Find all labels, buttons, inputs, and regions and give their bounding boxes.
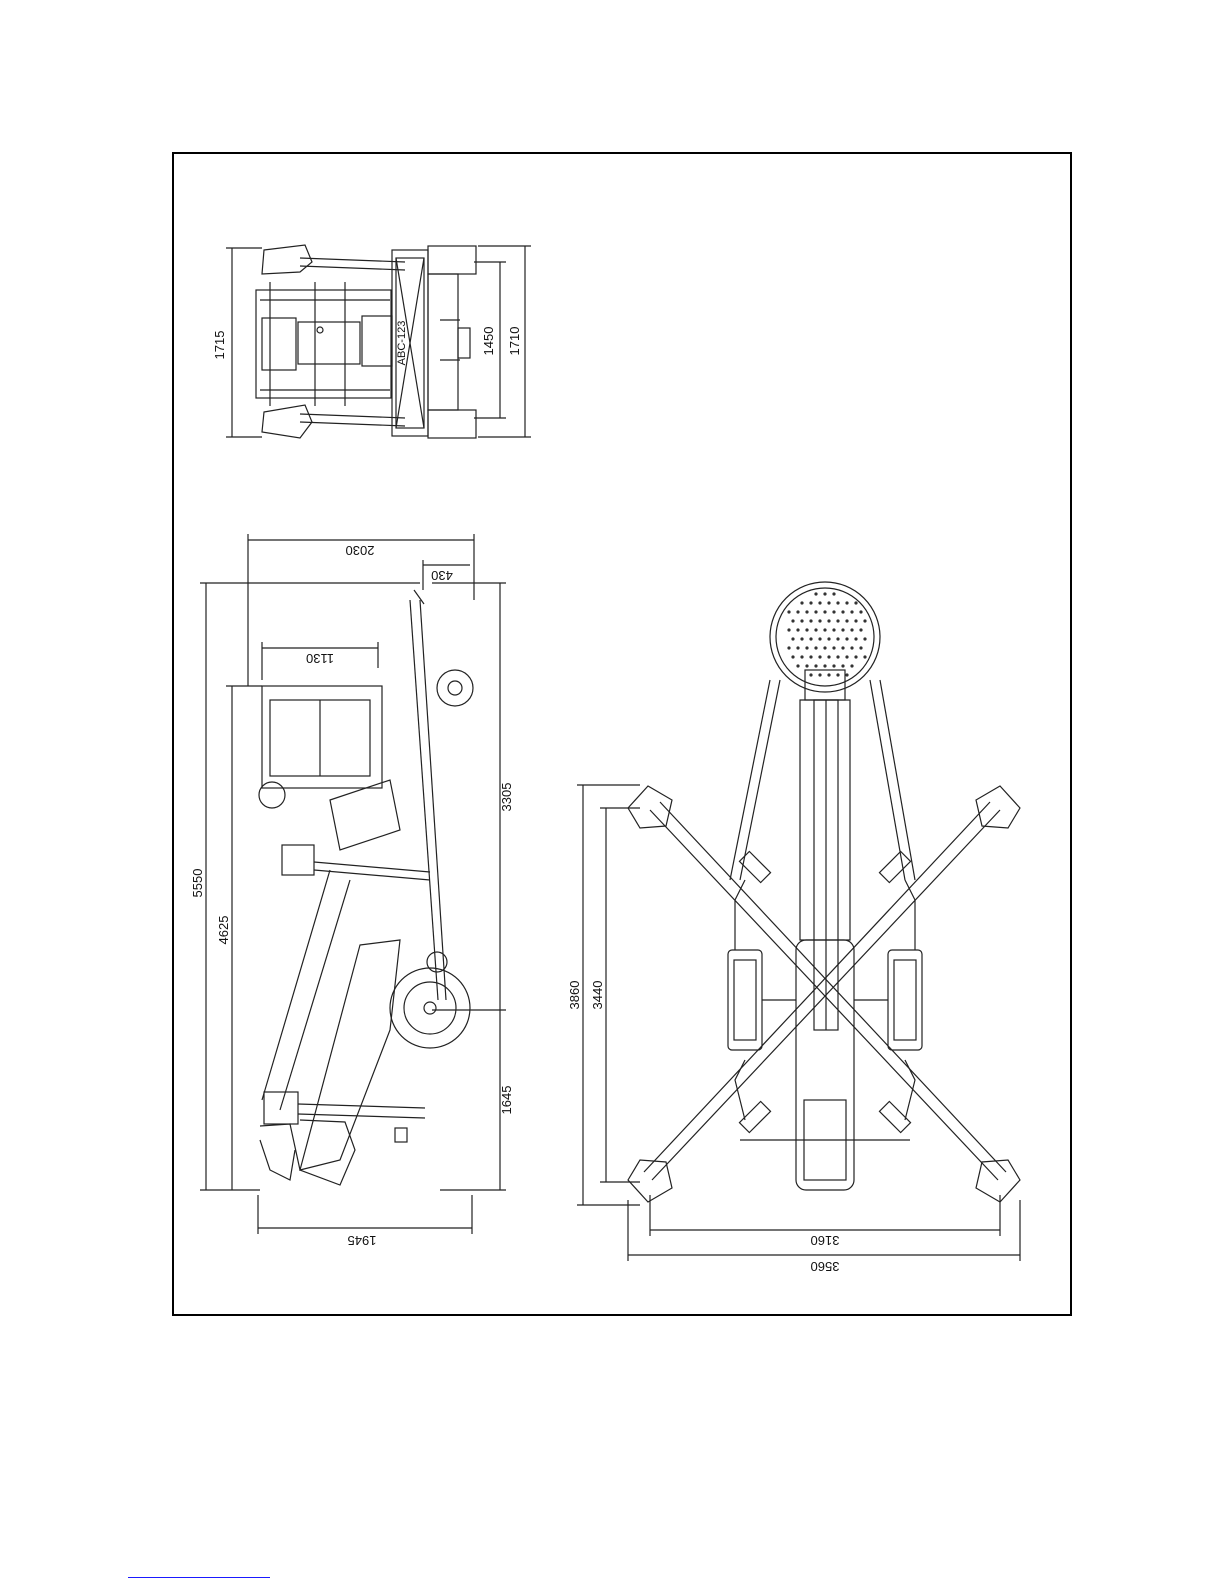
- basket-dot: [809, 637, 812, 640]
- basket-dot: [809, 619, 812, 622]
- basket-dot: [787, 646, 790, 649]
- dim-3440: 3440: [590, 981, 605, 1010]
- dim-3860: 3860: [567, 981, 582, 1010]
- basket-dot: [818, 655, 821, 658]
- basket-dot: [836, 601, 839, 604]
- basket-dot: [814, 664, 817, 667]
- license-plate: ABC-123: [396, 321, 408, 366]
- basket-dot: [836, 619, 839, 622]
- dim-3305: 3305: [499, 783, 514, 812]
- basket-dot: [809, 601, 812, 604]
- basket-dot: [845, 637, 848, 640]
- basket-dot: [850, 610, 853, 613]
- plan-view: [577, 582, 1020, 1261]
- basket-dot: [845, 619, 848, 622]
- basket-dot: [832, 610, 835, 613]
- footer-rule: [128, 1577, 270, 1578]
- basket-dot: [827, 655, 830, 658]
- basket-dot: [800, 619, 803, 622]
- dim-3160: 3160: [811, 1233, 840, 1248]
- basket-dot: [845, 673, 848, 676]
- basket-dot: [818, 601, 821, 604]
- dim-5550: 5550: [190, 869, 205, 898]
- basket-dot: [859, 610, 862, 613]
- basket-dot: [854, 601, 857, 604]
- dim-1945: 1945: [348, 1233, 377, 1248]
- basket-dot: [809, 673, 812, 676]
- basket-dot: [841, 664, 844, 667]
- basket-dot: [787, 628, 790, 631]
- basket-dot: [859, 628, 862, 631]
- basket-dot: [827, 673, 830, 676]
- basket-floor-dots: [787, 592, 866, 676]
- basket-dot: [823, 664, 826, 667]
- dim-1715: 1715: [212, 331, 227, 360]
- dim-1450: 1450: [481, 327, 496, 356]
- basket-dot: [854, 619, 857, 622]
- basket-dot: [841, 610, 844, 613]
- basket-dot: [814, 610, 817, 613]
- basket-dot: [845, 655, 848, 658]
- basket-dot: [832, 592, 835, 595]
- basket-dot: [814, 646, 817, 649]
- basket-dot: [796, 610, 799, 613]
- basket-dot: [814, 592, 817, 595]
- basket-dot: [841, 628, 844, 631]
- basket-dot: [827, 637, 830, 640]
- basket-dot: [845, 601, 848, 604]
- basket-dot: [805, 628, 808, 631]
- basket-dot: [859, 646, 862, 649]
- basket-dot: [818, 619, 821, 622]
- dim-1710: 1710: [507, 327, 522, 356]
- dim-3560: 3560: [811, 1259, 840, 1274]
- basket-dot: [850, 628, 853, 631]
- basket-dot: [805, 610, 808, 613]
- basket-dot: [863, 637, 866, 640]
- basket-dot: [836, 637, 839, 640]
- basket-dot: [787, 610, 790, 613]
- basket-dot: [832, 646, 835, 649]
- basket-dot: [791, 637, 794, 640]
- basket-dot: [850, 646, 853, 649]
- basket-dot: [854, 655, 857, 658]
- basket-dot: [809, 655, 812, 658]
- basket-dot: [800, 601, 803, 604]
- basket-dot: [805, 646, 808, 649]
- basket-dot: [791, 619, 794, 622]
- basket-dot: [818, 637, 821, 640]
- basket-dot: [796, 628, 799, 631]
- side-view: [200, 534, 506, 1234]
- dim-430: 430: [431, 568, 453, 583]
- basket-dot: [818, 673, 821, 676]
- basket-dot: [863, 619, 866, 622]
- basket-dot: [823, 646, 826, 649]
- dim-2030: 2030: [346, 543, 375, 558]
- basket-dot: [827, 619, 830, 622]
- basket-dot: [827, 601, 830, 604]
- basket-dot: [850, 664, 853, 667]
- dim-4625: 4625: [216, 916, 231, 945]
- basket-dot: [796, 664, 799, 667]
- basket-dot: [805, 664, 808, 667]
- basket-dot: [823, 610, 826, 613]
- basket-dot: [814, 628, 817, 631]
- basket-dot: [796, 646, 799, 649]
- basket-dot: [854, 637, 857, 640]
- dim-1130: 1130: [306, 651, 334, 666]
- basket-dot: [800, 637, 803, 640]
- basket-dot: [800, 655, 803, 658]
- basket-dot: [823, 628, 826, 631]
- basket-dot: [836, 673, 839, 676]
- dim-1645: 1645: [499, 1086, 514, 1115]
- basket-dot: [832, 664, 835, 667]
- basket-dot: [823, 592, 826, 595]
- basket-dot: [841, 646, 844, 649]
- basket-dot: [836, 655, 839, 658]
- basket-dot: [863, 655, 866, 658]
- basket-dot: [791, 655, 794, 658]
- basket-dot: [832, 628, 835, 631]
